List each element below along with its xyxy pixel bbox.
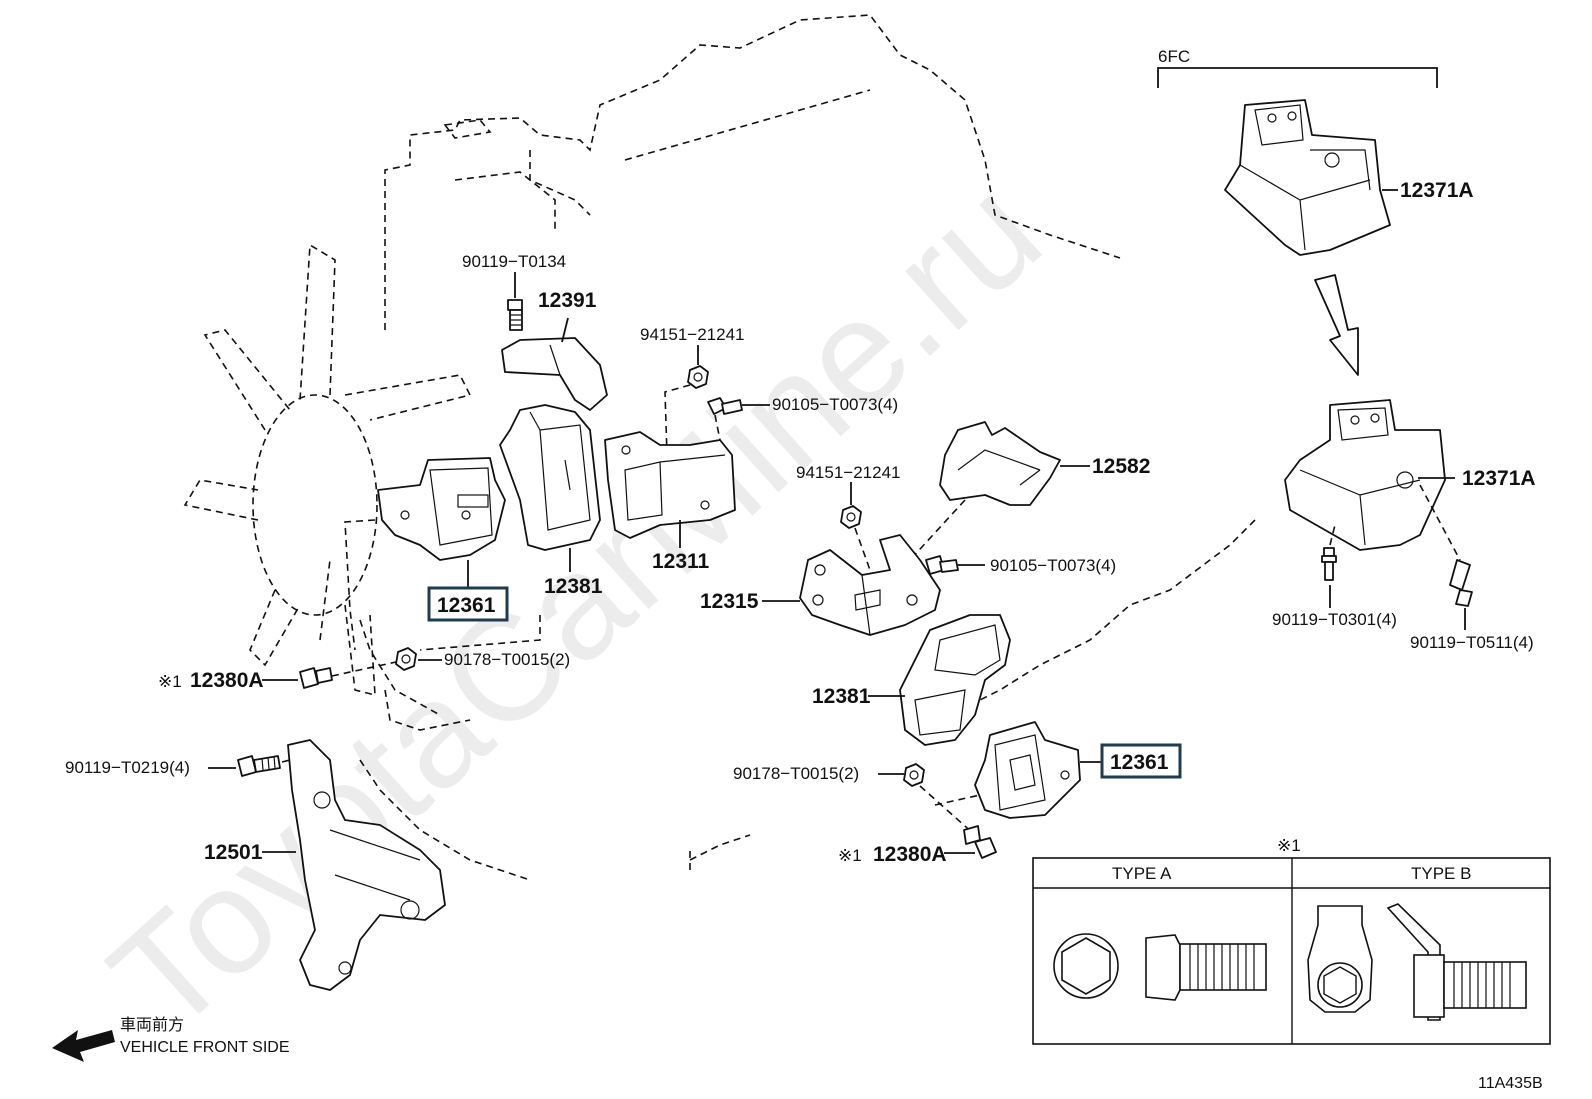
bolt-12380a-a-icon[interactable] — [299, 667, 333, 689]
legend-type-a: TYPE A — [1112, 864, 1172, 883]
diagram-code: 11A435B — [1478, 1075, 1543, 1092]
front-note-en: VEHICLE FRONT SIDE — [120, 1039, 290, 1056]
fan-outline — [183, 243, 472, 697]
note-mark-b: ※1 — [838, 846, 862, 865]
callout-90178-t0015-b: 90178−T0015(2) — [733, 764, 859, 783]
callout-12501: 12501 — [204, 841, 263, 864]
part-12391[interactable] — [501, 337, 608, 411]
callout-94151-21241-a: 94151−21241 — [640, 325, 744, 344]
callout-94151-21241-b: 94151−21241 — [796, 463, 900, 482]
callout-12381-b: 12381 — [812, 685, 871, 708]
part-12361-b[interactable] — [974, 721, 1081, 819]
bolt-90119-t0511-icon[interactable] — [1449, 559, 1473, 607]
callout-90119-t0219: 90119−T0219(4) — [65, 758, 190, 777]
callout-90105-t0073-a: 90105−T0073(4) — [772, 395, 898, 414]
callout-90119-t0301: 90119−T0301(4) — [1272, 610, 1397, 629]
callout-12371a-upper: 12371A — [1400, 179, 1474, 202]
callout-12380a-a: 12380A — [190, 669, 264, 692]
callout-box-12361-a[interactable] — [427, 586, 509, 622]
callout-90105-t0073-b: 90105−T0073(4) — [990, 556, 1116, 575]
bolt-12380a-b-icon[interactable] — [963, 825, 997, 859]
nut-94151-21241-a-icon[interactable] — [687, 365, 709, 389]
part-12371a-lower[interactable] — [1284, 399, 1446, 551]
note-mark-a: ※1 — [158, 672, 182, 691]
callout-90178-t0015-a: 90178−T0015(2) — [444, 650, 570, 669]
variant-bracket: 6FC — [1157, 47, 1438, 88]
legend-mark: ※1 — [1277, 836, 1301, 855]
legend-table: ※1 TYPE A TYPE B — [1032, 836, 1551, 1045]
nut-90178-t0015-b-icon[interactable] — [903, 763, 925, 787]
engine-outline — [319, 14, 1256, 881]
variant-label: 6FC — [1158, 47, 1190, 66]
callout-90119-t0511: 90119−T0511(4) — [1410, 633, 1534, 652]
callout-12381-a: 12381 — [544, 575, 603, 598]
type-a-bolt-icon — [1053, 933, 1267, 1001]
legend-type-b: TYPE B — [1411, 864, 1471, 883]
callout-12311: 12311 — [652, 550, 710, 573]
bolt-90119-t0134-icon[interactable] — [507, 299, 523, 331]
part-12501[interactable] — [287, 739, 446, 991]
callout-12315: 12315 — [700, 590, 759, 613]
part-12315[interactable] — [799, 534, 941, 636]
callout-box-12361-b[interactable] — [1100, 743, 1182, 779]
part-12381-a[interactable] — [499, 404, 601, 551]
type-b-bolt-icon — [1307, 903, 1527, 1021]
part-12371a-upper[interactable] — [1224, 99, 1391, 256]
callout-12391: 12391 — [538, 289, 597, 312]
front-note-jp: 車両前方 — [120, 1016, 184, 1034]
bolt-90105-t0073-b-icon[interactable] — [925, 555, 959, 575]
part-12311[interactable] — [604, 431, 736, 539]
part-12361-a[interactable] — [377, 457, 506, 561]
callout-12361-a: 12361 — [437, 594, 496, 617]
callout-90119-t0134: 90119−T0134 — [462, 252, 566, 271]
nut-94151-21241-b-icon[interactable] — [840, 505, 862, 529]
callout-12361-b: 12361 — [1110, 751, 1169, 774]
part-12582[interactable] — [939, 421, 1061, 506]
bolt-90119-t0301-icon[interactable] — [1321, 547, 1337, 581]
callout-12582: 12582 — [1092, 455, 1150, 478]
part-12381-b[interactable] — [899, 614, 1011, 746]
callout-12380a-b: 12380A — [873, 843, 947, 866]
bolt-90119-t0219-icon[interactable] — [237, 755, 281, 777]
callout-12371a-lower: 12371A — [1462, 467, 1536, 490]
down-arrow-icon — [1314, 274, 1359, 376]
nut-90178-t0015-a-icon[interactable] — [395, 647, 417, 671]
bolt-90105-t0073-a-icon[interactable] — [707, 397, 743, 415]
vehicle-front-arrow-icon — [52, 1030, 115, 1062]
